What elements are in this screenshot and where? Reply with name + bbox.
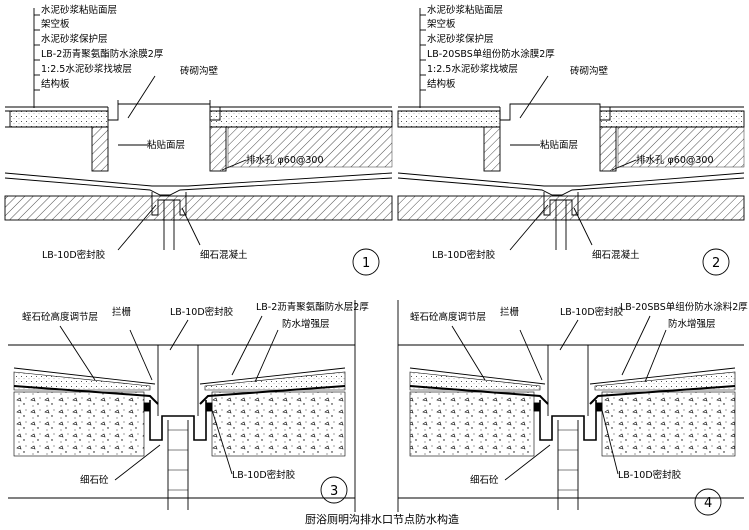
- sealant-label: LB-10D密封胶: [432, 249, 496, 261]
- detail-number: 3: [330, 484, 338, 499]
- detail-1-labels: 水泥砂浆粘贴面层 架空板 水泥砂浆保护层 LB-2沥青聚氨酯防水涂膜2厚 1:2…: [41, 4, 370, 271]
- detail-2: [397, 8, 745, 276]
- concrete-label: 细石混凝土: [200, 249, 248, 261]
- wall-label: 砖砌沟壁: [180, 65, 219, 77]
- stack-label: 水泥砂浆粘贴面层: [41, 4, 117, 16]
- fill-label: 蛭石砼高度调节层: [22, 311, 98, 323]
- fine-concrete-left: [13, 391, 145, 457]
- detail-1: [4, 8, 393, 276]
- sealant-top-label: LB-10D密封胶: [170, 306, 234, 318]
- grate-label: 拦栅: [500, 306, 520, 318]
- membrane-label: LB-20SBS单组份防水涂料2厚: [620, 301, 748, 313]
- drawing-caption: 厨浴厕明沟排水口节点防水构造: [305, 512, 459, 526]
- concrete-label: 细石混凝土: [592, 249, 640, 261]
- detail-4: [397, 300, 744, 516]
- brick-channel-wall: [91, 126, 109, 172]
- sealant-bottom-label: LB-10D密封胶: [232, 469, 296, 481]
- detail-number-circle: [352, 248, 380, 276]
- detail-number-circle: [702, 248, 730, 276]
- finish-label: 粘贴面层: [540, 139, 578, 151]
- detail-number: 4: [704, 496, 712, 511]
- stack-label: 1:2.5水泥砂浆找坡层: [427, 63, 518, 75]
- hole-label: 排水孔 φ60@300: [246, 154, 324, 166]
- finish-label: 粘贴面层: [147, 139, 185, 151]
- detail-number-circle: [694, 488, 722, 516]
- stack-label: 架空板: [41, 18, 70, 30]
- detail-number: 2: [712, 256, 720, 271]
- hole-label: 排水孔 φ60@300: [636, 154, 714, 166]
- detail-3: [8, 300, 356, 512]
- reinforce-label: 防水增强层: [668, 318, 716, 330]
- reinforce-label: 防水增强层: [282, 318, 330, 330]
- wall-label: 砖砌沟壁: [570, 65, 609, 77]
- raised-slab: [9, 110, 109, 128]
- detail-number: 1: [362, 256, 370, 271]
- stack-label: 架空板: [427, 18, 456, 30]
- stack-label: LB-20SBS单组份防水涂膜2厚: [427, 48, 555, 60]
- stack-label: LB-2沥青聚氨酯防水涂膜2厚: [41, 48, 164, 60]
- detail-3-labels: 蛭石砼高度调节层 拦栅 LB-10D密封胶 LB-2沥青聚氨酯防水层2厚 防水增…: [22, 301, 369, 499]
- stack-label: 结构板: [427, 78, 456, 90]
- stack-label: 水泥砂浆粘贴面层: [427, 4, 503, 16]
- stack-label: 水泥砂浆保护层: [41, 33, 108, 45]
- stack-label: 结构板: [41, 78, 70, 90]
- detail-number-circle: [320, 476, 348, 504]
- membrane-label: LB-2沥青聚氨酯防水层2厚: [256, 301, 369, 313]
- concrete-label: 细石砼: [470, 474, 499, 486]
- detail-4-labels: 蛭石砼高度调节层 拦栅 LB-10D密封胶 LB-20SBS单组份防水涂料2厚 …: [410, 301, 748, 511]
- structural-slab: [4, 195, 393, 221]
- detail-2-labels: 水泥砂浆粘贴面层 架空板 水泥砂浆保护层 LB-20SBS单组份防水涂膜2厚 1…: [427, 4, 720, 271]
- sealant-bottom-label: LB-10D密封胶: [618, 469, 682, 481]
- sealant-label: LB-10D密封胶: [42, 249, 106, 261]
- concrete-label: 细石砼: [80, 474, 109, 486]
- stack-label: 水泥砂浆保护层: [427, 33, 494, 45]
- stack-label: 1:2.5水泥砂浆找坡层: [41, 63, 132, 75]
- sealant-top-label: LB-10D密封胶: [560, 306, 624, 318]
- fill-label: 蛭石砼高度调节层: [410, 311, 486, 323]
- grate-label: 拦栅: [112, 306, 132, 318]
